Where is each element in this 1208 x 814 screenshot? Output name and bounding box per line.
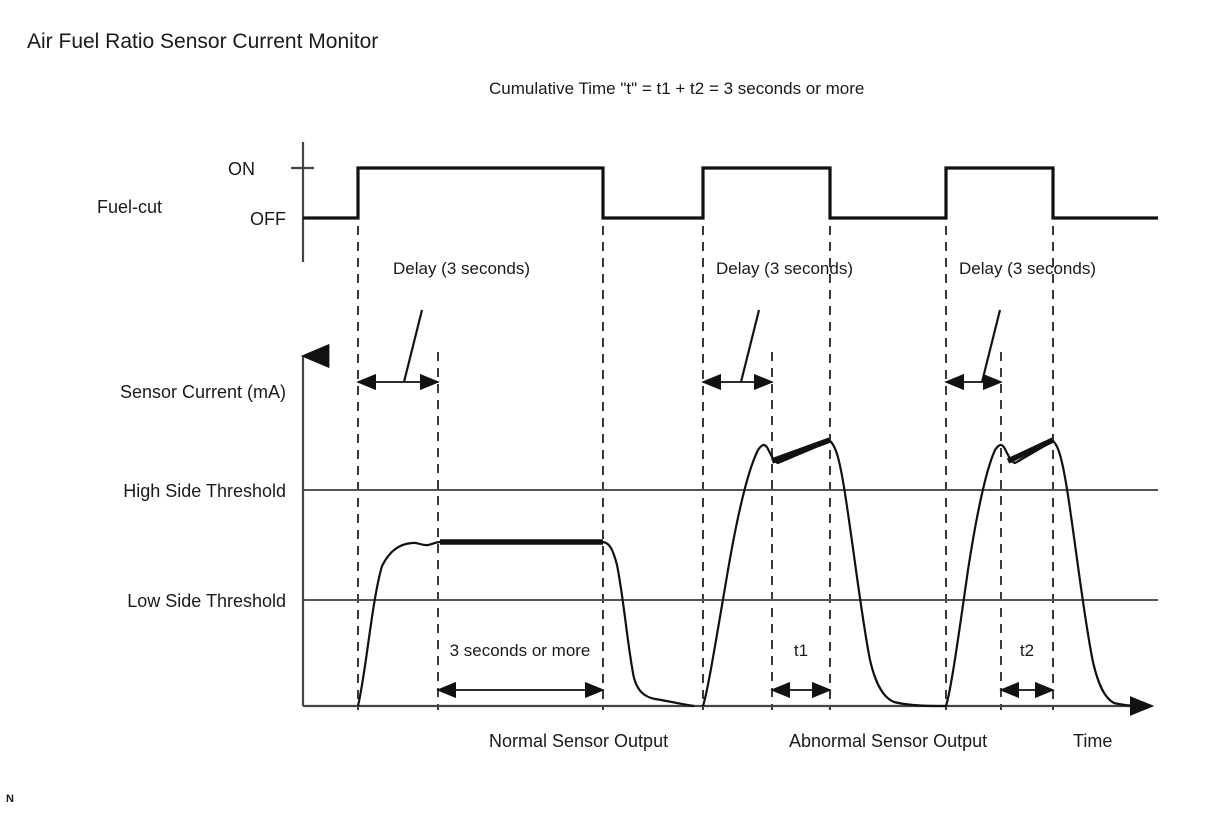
delay-leader-3 xyxy=(980,309,1002,383)
abnormal-sensor-output-curve-1 xyxy=(701,439,946,708)
low-side-threshold-label: Low Side Threshold xyxy=(127,591,286,611)
fuelcut-off-label: OFF xyxy=(250,209,286,229)
time-axis-label: Time xyxy=(1073,731,1112,751)
abnormal-sensor-output-curve-2 xyxy=(944,439,1141,708)
delay-label-1: Delay (3 seconds) xyxy=(393,259,530,278)
sensor-current-axis-label: Sensor Current (mA) xyxy=(120,382,286,402)
t1-label: t1 xyxy=(794,641,808,660)
footer-mark: N xyxy=(6,793,14,805)
high-side-threshold-label: High Side Threshold xyxy=(123,481,286,501)
delay-leader-1 xyxy=(402,309,424,383)
delay-leader-2 xyxy=(739,309,761,383)
delay-label-3: Delay (3 seconds) xyxy=(959,259,1096,278)
abnormal-sensor-highlight-1 xyxy=(771,437,831,464)
abnormal-sensor-highlight-2 xyxy=(1006,437,1055,464)
fuelcut-row-label: Fuel-cut xyxy=(97,197,162,217)
normal-duration-label: 3 seconds or more xyxy=(450,641,591,660)
fuelcut-on-label: ON xyxy=(228,159,255,179)
delay-label-2: Delay (3 seconds) xyxy=(716,259,853,278)
t2-label: t2 xyxy=(1020,641,1034,660)
page-title: Air Fuel Ratio Sensor Current Monitor xyxy=(27,30,378,53)
normal-sensor-output-curve xyxy=(356,540,695,708)
fuelcut-waveform xyxy=(303,166,1158,220)
abnormal-sensor-output-label: Abnormal Sensor Output xyxy=(789,731,987,751)
normal-sensor-output-label: Normal Sensor Output xyxy=(489,731,668,751)
cumulative-time-subtitle: Cumulative Time "t" = t1 + t2 = 3 second… xyxy=(489,79,864,98)
